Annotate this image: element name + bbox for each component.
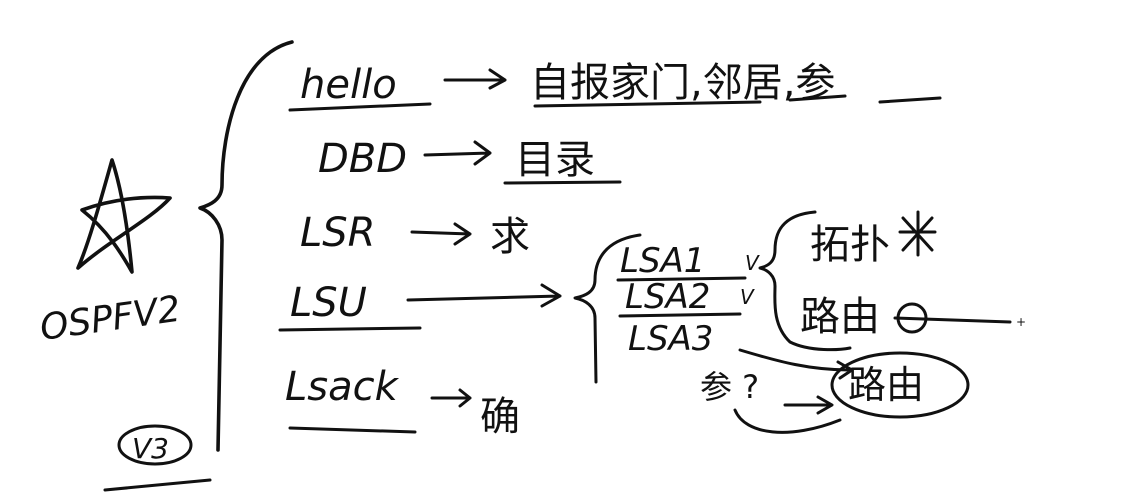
main-brace — [198, 40, 294, 452]
v3-label: V3 — [132, 432, 169, 465]
meaning-hello: 自报家门,邻居,参 — [530, 60, 835, 106]
lsa1-mark: V — [745, 251, 760, 275]
side-note-text: 参 ? — [700, 368, 759, 406]
lsa1-label: LSA1 — [620, 241, 705, 281]
packet-lsack: Lsack — [285, 364, 400, 410]
row-hello: hello 自报家门,邻居,参 — [288, 60, 942, 112]
packet-lsr: LSR — [300, 210, 375, 256]
lsa3-label: LSA3 — [628, 319, 713, 359]
lsa2-label: LSA2 — [625, 277, 710, 317]
lsa-list: LSA1 V LSA2 V LSA3 — [616, 241, 760, 359]
detail-line — [893, 316, 1012, 324]
packet-dbd: DBD — [318, 136, 407, 182]
detail-route-1: 路由 — [800, 294, 880, 340]
row-lsack: Lsack 确 — [285, 364, 520, 440]
packet-lsu: LSU — [290, 280, 367, 326]
star-doodle — [76, 158, 172, 274]
row-lsu: LSU — [278, 280, 562, 332]
row-lsr: LSR 求 — [300, 210, 530, 260]
row-dbd: DBD 目录 — [318, 136, 622, 185]
meaning-lsr: 求 — [490, 214, 530, 260]
detail-brace — [758, 210, 852, 352]
detail-route-2: 路由 — [848, 363, 924, 407]
meaning-dbd: 目录 — [515, 137, 595, 183]
meaning-lsack: 确 — [480, 394, 520, 440]
side-note: 参 ? — [700, 348, 854, 434]
ospf-label: OSPFV2 — [38, 289, 183, 349]
v3-badge: V3 — [103, 424, 212, 492]
lsa2-mark: V — [740, 285, 755, 309]
packet-hello: hello — [300, 62, 397, 108]
detail-topology: 拓扑 — [810, 222, 890, 268]
star-mark-1 — [898, 210, 937, 257]
lsa-brace — [573, 233, 642, 384]
cursor-cross: + — [1016, 315, 1026, 329]
circled-route: 路由 — [830, 351, 970, 419]
